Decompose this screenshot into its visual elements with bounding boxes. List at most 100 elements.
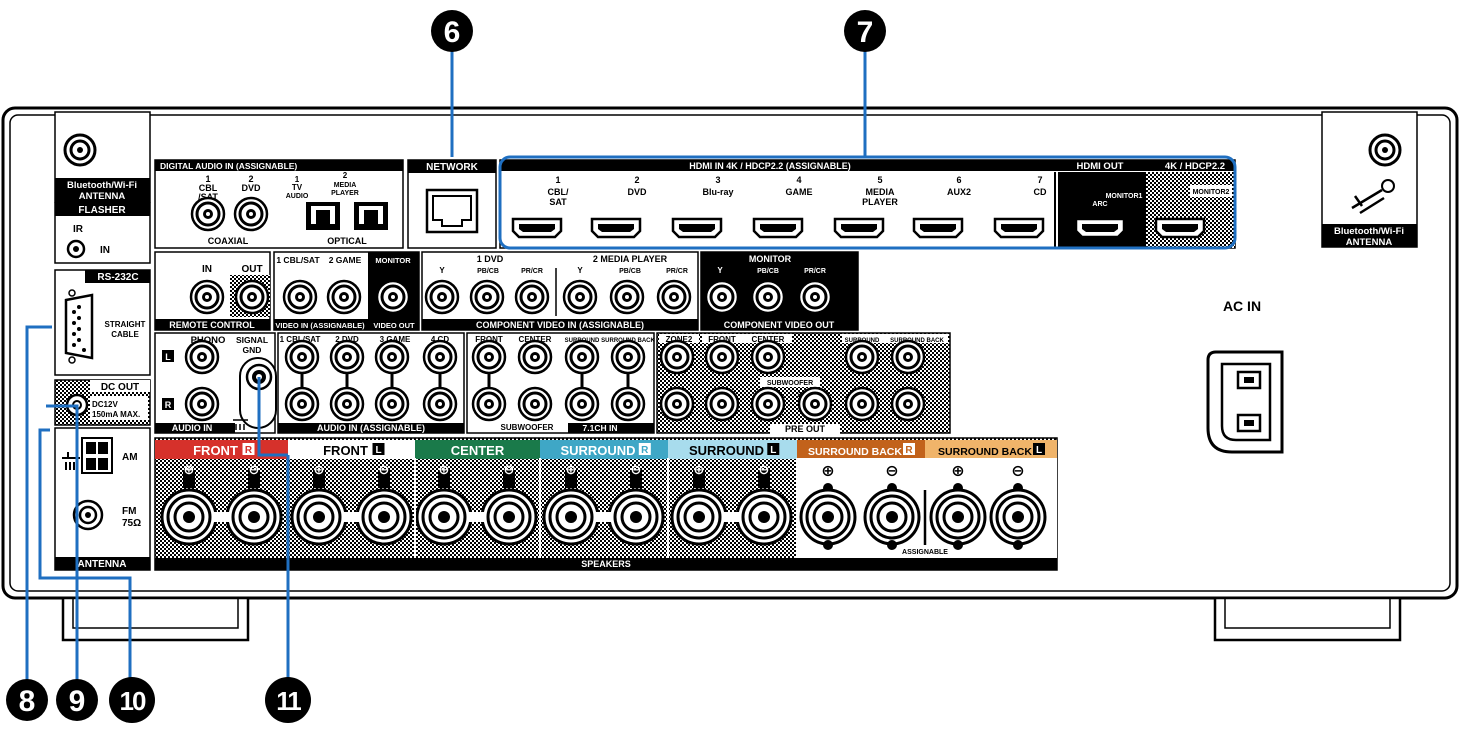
speaker-post-1-plus[interactable] [160,488,218,546]
preout-surround-r-jack[interactable] [844,386,880,422]
comp-out-monitor: MONITOR [749,254,792,264]
audio-assign-2-l-jack[interactable] [329,339,365,375]
hdmi-in-port-3[interactable] [671,217,723,239]
hdmi-in-port-7[interactable] [993,217,1045,239]
speaker-post-4-plus[interactable] [542,488,600,546]
signal-gnd-label-2: GND [243,345,262,355]
speaker-label-bg-6 [797,440,925,459]
video-in-title: VIDEO IN (ASSIGNABLE) [275,321,365,330]
rs232c-connector[interactable] [64,293,94,360]
video-out-jack[interactable] [375,279,411,315]
sback-post-1[interactable] [799,488,857,546]
ac-inlet[interactable] [1206,350,1284,454]
speaker-post-3-minus[interactable] [480,488,538,546]
ch71-front-r-jack[interactable] [471,386,507,422]
speaker-badge-bg-6 [903,443,915,455]
preout-subwoofer-2-jack[interactable] [797,386,833,422]
audio-assign-3-r-jack[interactable] [374,386,410,422]
speaker-post-3-plus[interactable] [415,488,473,546]
sback-post-2[interactable] [863,488,921,546]
optical-port-2[interactable] [354,202,388,230]
ch71-sback-r-jack[interactable] [610,386,646,422]
comp-in-2-pb-jack[interactable] [609,279,645,315]
sback-post-4[interactable] [989,488,1047,546]
speaker-label-bg-4 [540,440,668,459]
comp-in-1-pb-jack[interactable] [469,279,505,315]
audio-assign-4-l-jack[interactable] [422,339,458,375]
remote-out-label: OUT [241,264,262,275]
post-stem [248,470,260,488]
preout-front-r-jack[interactable] [704,386,740,422]
comp-out-y-jack[interactable] [704,279,740,315]
hdmi-in-2-number: 2 [634,175,639,185]
hdmi-out-port-1[interactable] [1074,217,1126,239]
audio-assign-4-label: 4 CD [431,335,449,344]
fm-connector[interactable] [72,499,104,531]
comp-out-pr-jack[interactable] [797,279,833,315]
ch71-center-jack[interactable] [517,339,553,375]
ch71-subwoofer-jack[interactable] [517,386,553,422]
ch71-subwoofer-label: SUBWOOFER [501,423,554,432]
speaker-post-2-minus[interactable] [355,488,413,546]
preout-sback-l-jack[interactable] [890,339,926,375]
audio-assign-3-l-jack[interactable] [374,339,410,375]
comp-in-1-y-jack[interactable] [424,279,460,315]
callout-11: 11 [265,677,311,723]
preout-sback-r-jack[interactable] [890,386,926,422]
ch71-sback-l-jack[interactable] [610,339,646,375]
post-bridge [596,512,611,522]
comp-in-2-y-jack[interactable] [562,279,598,315]
phono-l-jack[interactable] [184,339,220,375]
optical-port-1[interactable] [306,202,340,230]
audio-assign-4-r-jack[interactable] [422,386,458,422]
coaxial-jack-1[interactable] [190,196,226,232]
post-stem [693,470,705,488]
comp-in-1-pr: PR/CR [521,268,543,275]
audio-assign-2-r-jack[interactable] [329,386,365,422]
speaker-post-2-plus[interactable] [290,488,348,546]
comp-in-2-pr-jack[interactable] [656,279,692,315]
sback-post-3[interactable] [929,488,987,546]
ch71-surround-l-jack[interactable] [564,339,600,375]
ethernet-port[interactable] [425,188,479,234]
hdmi-in-port-1[interactable] [511,217,563,239]
video-in-group: 1 CBL/SAT 2 GAME MONITOR VIDEO IN (ASSIG… [273,251,420,331]
phono-r-jack[interactable] [184,386,220,422]
flasher-ir-label: IR [73,224,84,235]
comp-in-1-pr-jack[interactable] [514,279,550,315]
speaker-post-5-plus[interactable] [670,488,728,546]
hdmi-in-port-6[interactable] [912,217,964,239]
audio-assign-1-l-jack[interactable] [284,339,320,375]
callout-9: 9 [56,679,98,721]
audio-assign-1-r-jack[interactable] [284,386,320,422]
hdmi-in-port-2[interactable] [590,217,642,239]
preout-subwoofer-1-jack[interactable] [750,386,786,422]
hdmi-out-arc: ARC [1092,201,1107,208]
coax-2-number: 2 [248,174,253,184]
comp-out-pb: PB/CB [757,268,779,275]
hdmi-out-port-2[interactable] [1154,217,1206,239]
preout-center-jack[interactable] [750,339,786,375]
signal-gnd-label-1: SIGNAL [236,335,268,345]
video-in-jack-2[interactable] [326,279,362,315]
preout-zone2-l-jack[interactable] [659,339,695,375]
remote-out-jack[interactable] [234,279,270,315]
preout-front-l-jack[interactable] [704,339,740,375]
comp-out-pb-jack[interactable] [750,279,786,315]
preout-zone2-r-jack[interactable] [659,386,695,422]
optical-label: OPTICAL [327,236,367,246]
coaxial-jack-2[interactable] [233,196,269,232]
speaker-post-1-minus[interactable] [225,488,283,546]
video-in-jack-1[interactable] [282,279,318,315]
hdmi-in-port-4[interactable] [752,217,804,239]
speaker-post-5-minus[interactable] [735,488,793,546]
ch71-surround-r-jack[interactable] [564,386,600,422]
svg-text:9: 9 [69,685,86,718]
preout-surround-l-jack[interactable] [844,339,880,375]
hdmi-in-port-5[interactable] [833,217,885,239]
comp-in-2-pb: PB/CB [619,268,641,275]
speaker-badge-bg-7 [1033,443,1045,455]
speaker-post-4-minus[interactable] [607,488,665,546]
remote-in-jack[interactable] [189,279,225,315]
ch71-front-l-jack[interactable] [471,339,507,375]
